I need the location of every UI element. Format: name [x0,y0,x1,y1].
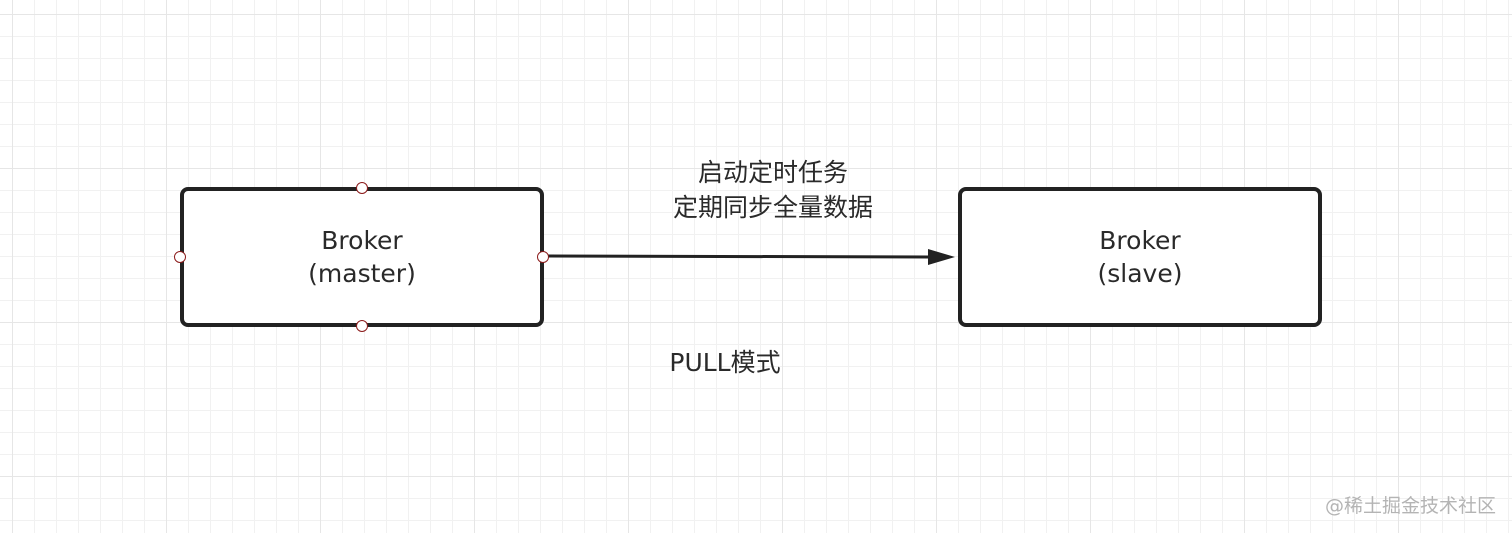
sync-arrow[interactable] [547,254,931,259]
broker-slave-title: Broker [1099,226,1181,255]
broker-master-role: (master) [308,259,416,288]
broker-master-title: Broker [321,226,403,255]
connection-handle-right[interactable] [537,251,549,263]
watermark-text: @稀土掘金技术社区 [1324,495,1496,517]
broker-slave-node[interactable]: Broker (slave) [958,187,1322,327]
broker-slave-role: (slave) [1097,259,1183,288]
connection-handle-top[interactable] [356,182,368,194]
connection-handle-left[interactable] [174,251,186,263]
mode-label: PULL模式 [669,348,781,377]
connection-handle-bottom[interactable] [356,320,368,332]
edge-label-line2: 定期同步全量数据 [672,193,873,222]
sync-arrowhead [928,249,955,265]
broker-master-node[interactable]: Broker (master) [180,187,544,327]
edge-label-line1: 启动定时任务 [697,158,848,187]
edge-label: 启动定时任务 定期同步全量数据 [600,155,946,225]
